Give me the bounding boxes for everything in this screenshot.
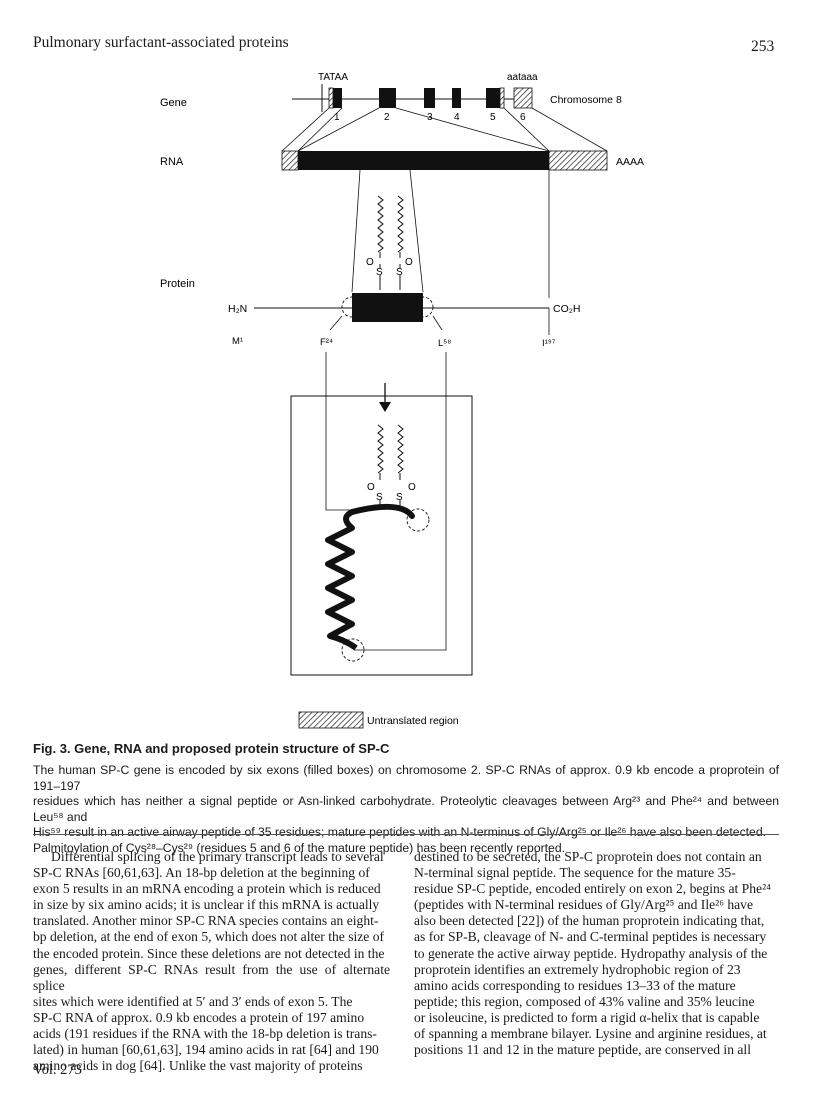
exon-number-2: 2	[384, 112, 390, 123]
exon-3	[424, 88, 435, 108]
body-line: acids (191 residues if the RNA with the …	[33, 1026, 377, 1042]
mature-peptide-block	[352, 293, 423, 322]
exon-5	[486, 88, 500, 108]
body-line: as for SP-B, cleavage of N- and C-termin…	[414, 929, 767, 945]
rna-5-utr	[281, 150, 299, 171]
residue-f24: F²⁴	[320, 337, 333, 348]
body-line: SP-C RNA of approx. 0.9 kb encodes a pro…	[33, 1009, 365, 1025]
body-line: destined to be secreted, the SP-C propro…	[414, 849, 762, 864]
body-line: SP-C RNAs [60,61,63]. An 18-bp deletion …	[33, 865, 370, 881]
body-line: Differential splicing of the primary tra…	[51, 849, 384, 864]
tataa-label: TATAA	[318, 72, 348, 83]
mature-peptide-box	[290, 395, 473, 676]
aataaa-label: aataaa	[507, 72, 538, 83]
oxygen-right: O	[405, 257, 413, 268]
page-number: 253	[751, 38, 775, 55]
body-line: exon 5 results in an mRNA encoding a pro…	[33, 881, 381, 897]
exon-4	[452, 88, 461, 108]
residue-i197: I¹⁹⁷	[542, 338, 556, 349]
body-line: proprotein identifies an extremely hydro…	[414, 961, 741, 977]
rna-row-label: RNA	[160, 156, 184, 168]
exon-5-utr	[499, 87, 505, 109]
body-line: N-terminal signal peptide. The sequence …	[414, 865, 736, 881]
n-terminus-label: H₂N	[228, 303, 247, 315]
rna-diagram: AAAA	[281, 150, 644, 171]
mature-oxygen-right: O	[408, 482, 416, 493]
body-line: amino acids corresponding to residues 13…	[414, 977, 736, 993]
mature-oxygen-left: O	[367, 482, 375, 493]
body-line: or isoleucine, is predicted to form a ri…	[414, 1009, 760, 1025]
residue-m1: M¹	[232, 336, 243, 347]
body-line: also been detected [22]) of the human pr…	[414, 913, 765, 929]
body-line: genes, different SP-C RNAs result from t…	[33, 961, 390, 993]
body-line: to generate the active airway peptide. H…	[414, 945, 768, 961]
cleavage-site-n	[341, 296, 363, 318]
n-terminal-site	[406, 508, 430, 532]
polya-label: AAAA	[616, 156, 644, 168]
body-line: (peptides with N-terminal residues of Gl…	[414, 897, 754, 913]
legend-swatch	[298, 711, 364, 729]
cleavage-site-c	[412, 296, 434, 318]
exon-number-5: 5	[490, 112, 496, 123]
mature-sulfur-right: S	[396, 492, 403, 503]
rna-protein-connectors	[351, 169, 550, 298]
exon-1-utr	[328, 87, 334, 109]
body-line: sites which were identified at 5′ and 3′…	[33, 993, 353, 1009]
residue-l58: L⁵⁸	[438, 338, 451, 349]
caption-line: residues which has neither a signal pept…	[33, 794, 779, 824]
rna-3-utr	[548, 150, 608, 171]
protein-row-label: Protein	[160, 278, 195, 290]
c-terminal-site	[341, 638, 365, 662]
body-line: positions 11 and 12 in the mature peptid…	[414, 1042, 751, 1058]
body-line: in size by six amino acids; it is unclea…	[33, 897, 380, 913]
c-terminus-label: CO₂H	[553, 303, 580, 315]
body-line: translated. Another minor SP-C RNA speci…	[33, 913, 379, 929]
caption-line: His⁵⁹ result in an active airway peptide…	[33, 825, 766, 840]
caption-line: The human SP-C gene is encoded by six ex…	[33, 763, 779, 793]
volume-footer: Vol. 273	[33, 1062, 82, 1078]
sulfur-right: S	[396, 267, 403, 278]
alpha-helix	[325, 503, 430, 662]
proprotein-diagram: H₂N CO₂H M¹ F²⁴ L⁵⁸ I¹⁹⁷	[228, 293, 580, 349]
body-line: the encoded protein. Since these deletio…	[33, 945, 385, 961]
body-line: of spanning a membrane bilayer. Lysine a…	[414, 1026, 767, 1042]
gene-diagram: TATAA aataaa Chromosome 8 1 2 3 4 5 6	[292, 72, 622, 123]
mature-connectors	[325, 352, 447, 651]
caption-line: Palmitoylation of Cys²⁸–Cys²⁹ (residues …	[33, 840, 565, 855]
exon-number-4: 4	[454, 112, 460, 123]
exon-number-1: 1	[334, 112, 340, 123]
oxygen-left: O	[366, 257, 374, 268]
arrow-down-icon	[379, 402, 391, 412]
exon-number-6: 6	[520, 112, 526, 123]
body-left-column: Differential splicing of the primary tra…	[33, 849, 390, 1074]
gene-row-label: Gene	[160, 97, 187, 109]
palmitoyl-chains-proprotein	[377, 195, 404, 290]
figure-caption: The human SP-C gene is encoded by six ex…	[33, 763, 779, 857]
body-line: lated) in human [60,61,63], 194 amino ac…	[33, 1042, 379, 1058]
body-line: bp deletion, at the end of exon 5, which…	[33, 929, 385, 945]
figure-caption-title: Fig. 3. Gene, RNA and proposed protein s…	[33, 741, 390, 756]
legend-label: Untranslated region	[367, 715, 459, 727]
mature-sulfur-left: S	[376, 492, 383, 503]
body-line: peptide; this region, composed of 43% va…	[414, 993, 755, 1009]
rna-coding-region	[298, 151, 549, 170]
gene-rna-connectors	[281, 107, 608, 152]
chromosome-label: Chromosome 8	[550, 94, 622, 106]
caption-rule	[33, 834, 779, 835]
body-line: amino acids in dog [64]. Unlike the vast…	[33, 1058, 363, 1074]
sp-c-figure: Gene RNA Protein TATAA aataaa Chromosome…	[160, 72, 644, 729]
sulfur-left: S	[376, 267, 383, 278]
exon-1	[333, 88, 342, 108]
exon-2	[379, 88, 396, 108]
body-right-column: destined to be secreted, the SP-C propro…	[414, 849, 782, 1058]
exon-6	[513, 87, 533, 109]
body-line: residue SP-C peptide, encoded entirely o…	[414, 881, 771, 897]
running-title: Pulmonary surfactant-associated proteins	[33, 34, 289, 51]
